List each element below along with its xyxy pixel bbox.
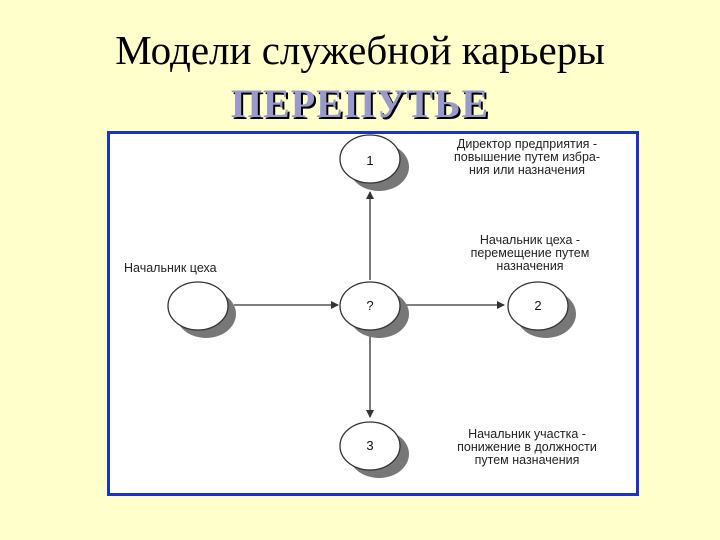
label-start: Начальник цеха [124,261,217,275]
node-right-number: 2 [534,298,542,313]
node-right [507,281,569,331]
node-center-number: ? [366,298,374,313]
node-bottom-number: 3 [366,438,374,453]
node-top [339,134,401,184]
slide-title: Модели служебной карьеры [115,27,605,73]
node-top-number: 1 [366,153,374,168]
node-start [167,281,229,331]
node-center [339,281,401,331]
node-bottom [339,421,401,471]
label-top: Директор предприятия - повышение путем и… [453,137,601,177]
label-bottom: Начальник участка - понижение в должност… [457,427,597,467]
diagram-canvas [167,134,576,478]
slide-subtitle: ПЕРЕПУТЬЕ [230,81,490,126]
diagram-frame: 1 ? 2 3 Начальник цеха Директор предприя… [107,131,639,496]
label-right: Начальник цеха - перемещение путем назна… [470,233,590,273]
